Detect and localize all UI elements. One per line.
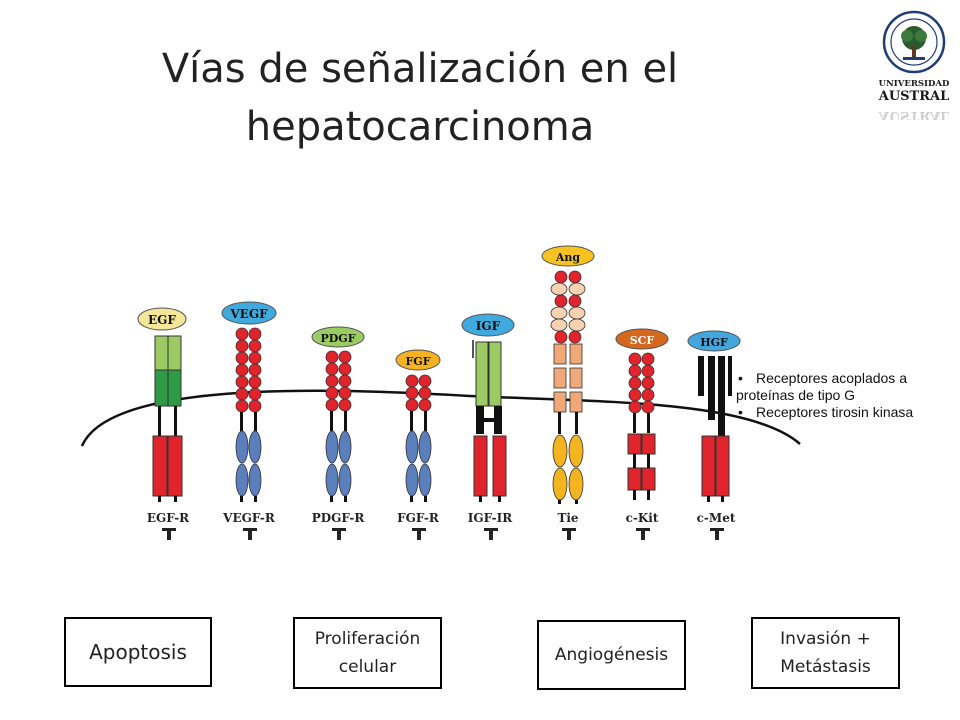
cell-membrane xyxy=(80,389,801,447)
receptor-label-vegfr: VEGF-R xyxy=(222,511,276,525)
outcome-proliferation-line1: Proliferación xyxy=(314,629,421,649)
university-seal-icon xyxy=(882,10,946,74)
outcome-box-angiogenesis: Angiogénesis xyxy=(537,620,686,690)
legend-item-rtk: Receptores tirosin kinasa xyxy=(734,404,956,421)
vegf-ligand xyxy=(221,301,277,325)
ligand-label-egf: EGF xyxy=(148,313,176,327)
ligand-label-ang: Ang xyxy=(555,251,581,264)
ligand-label-pdgf: PDGF xyxy=(320,332,355,345)
ligand-label-fgf: FGF xyxy=(405,355,430,368)
outcome-invasion-line1: Invasión + xyxy=(780,629,871,649)
receptor-label-igfir: IGF-IR xyxy=(468,511,513,525)
outcome-invasion-line2: Metástasis xyxy=(780,657,871,677)
receptor-label-cmet: c-Met xyxy=(697,511,736,525)
ligand-label-vegf: VEGF xyxy=(229,307,268,321)
egf-receptor: EGF xyxy=(137,307,187,502)
outcome-box-invasion: Invasión + Metástasis xyxy=(751,617,900,689)
cmet-receptor: HGF xyxy=(687,330,741,502)
igf-receptor: IGF xyxy=(461,313,515,502)
ligand-label-scf: SCF xyxy=(630,334,655,347)
vegf-receptor: VEGF xyxy=(221,301,277,502)
receptor-label-pdgfr: PDGF-R xyxy=(312,511,366,525)
fgf-receptor: FGF xyxy=(395,349,441,502)
receptor-label-tie: Tie xyxy=(557,511,578,525)
legend-item-gpcr-line2: proteínas de tipo G xyxy=(736,387,856,403)
outcome-box-proliferation: Proliferación celular xyxy=(293,617,442,689)
pdgf-ligand xyxy=(311,326,365,348)
ligand-label-igf: IGF xyxy=(476,319,501,333)
legend-item-rtk-label: Receptores tirosin kinasa xyxy=(756,404,914,420)
slide-title: Vías de señalización en el hepatocarcino… xyxy=(120,40,720,156)
fgf-ligand xyxy=(395,349,441,371)
receptor-label-egfr: EGF-R xyxy=(147,511,190,525)
outcome-angiogenesis-label: Angiogénesis xyxy=(554,645,669,665)
receptor-label-ckit: c-Kit xyxy=(626,511,659,525)
title-line-1: Vías de señalización en el xyxy=(161,46,679,92)
hgf-ligand xyxy=(687,330,741,352)
scf-ligand xyxy=(615,328,669,350)
legend-item-gpcr: Receptores acoplados a xyxy=(734,370,956,387)
pdgf-receptor: PDGF xyxy=(311,326,365,502)
receptor-type-legend: Receptores acoplados a proteínas de tipo… xyxy=(734,370,956,421)
outcome-box-apoptosis: Apoptosis xyxy=(64,617,212,687)
ligand-label-hgf: HGF xyxy=(700,336,728,349)
receptor-label-fgfr: FGF-R xyxy=(397,511,440,525)
logo-text-line-1: UNIVERSIDAD xyxy=(879,79,950,89)
ang-ligand xyxy=(541,245,595,267)
tie-receptor: Ang xyxy=(541,245,595,504)
egf-ligand xyxy=(137,307,187,331)
university-logo: UNIVERSIDAD AUSTRAL AUSTRAL xyxy=(878,10,950,120)
outcome-apoptosis-label: Apoptosis xyxy=(89,640,187,664)
t-marks xyxy=(162,528,724,540)
ckit-receptor: SCF xyxy=(615,328,669,500)
logo-text-line-2: AUSTRAL xyxy=(878,89,950,104)
title-line-2: hepatocarcinoma xyxy=(245,104,595,150)
legend-item-gpcr-line1: Receptores acoplados a xyxy=(756,370,907,386)
igf-ligand xyxy=(461,313,515,337)
outcome-proliferation-line2: celular xyxy=(338,657,397,677)
logo-text-reflection: AUSTRAL xyxy=(878,108,950,120)
